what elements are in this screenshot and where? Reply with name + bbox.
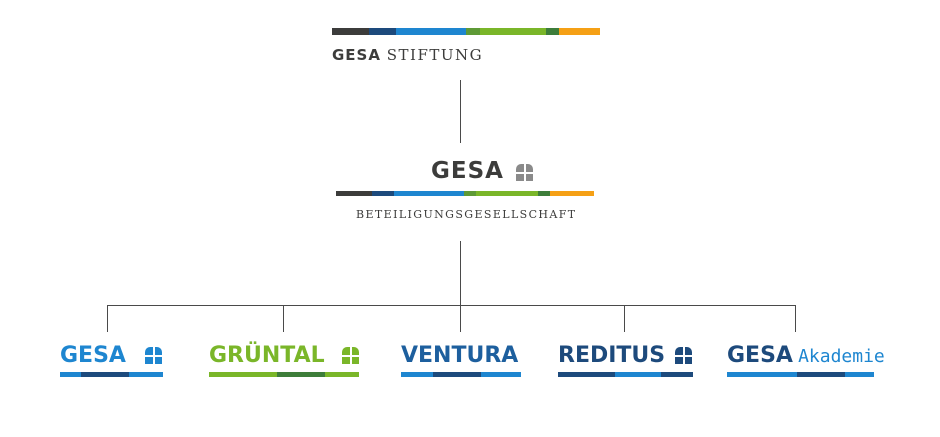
gesa-window-icon: [342, 347, 359, 364]
connector-drop-akademie: [795, 305, 796, 332]
connector-drop-ventura: [460, 305, 461, 332]
subsidiary-akademie-bar: [727, 372, 874, 377]
subsidiary-gruental-name: GRÜNTAL: [209, 343, 325, 368]
subsidiary-akademie-name: GESA Akademie: [727, 345, 885, 367]
connector-horizontal: [107, 305, 796, 306]
subsidiary-ventura-name: VENTURA: [401, 343, 519, 368]
subsidiary-reditus-name: REDITUS: [558, 343, 666, 368]
subsidiary-akademie-brand: GESA: [727, 343, 793, 368]
subsidiary-gruental-bar: [209, 372, 359, 377]
stiftung-title: GESA STIFTUNG: [332, 46, 483, 64]
subsidiary-akademie-suffix: Akademie: [798, 346, 885, 367]
holding-brand: GESA: [431, 158, 504, 184]
gesa-window-icon: [675, 347, 692, 364]
stiftung-suffix: STIFTUNG: [386, 46, 484, 64]
connector-top: [460, 80, 461, 143]
subsidiary-reditus-bar: [558, 372, 693, 377]
connector-mid: [460, 241, 461, 305]
subsidiary-gesa-bar: [60, 372, 163, 377]
holding-color-bar: [336, 191, 594, 196]
stiftung-brand: GESA: [332, 46, 381, 64]
connector-drop-gesa: [107, 305, 108, 332]
gesa-window-icon: [145, 347, 162, 364]
gesa-window-icon: [516, 164, 533, 181]
stiftung-color-bar: [332, 28, 600, 35]
holding-subtitle: BETEILIGUNGSGESELLSCHAFT: [356, 208, 577, 221]
subsidiary-gesa-name: GESA: [60, 343, 126, 368]
subsidiary-ventura-bar: [401, 372, 521, 377]
connector-drop-reditus: [624, 305, 625, 332]
connector-drop-gruental: [283, 305, 284, 332]
